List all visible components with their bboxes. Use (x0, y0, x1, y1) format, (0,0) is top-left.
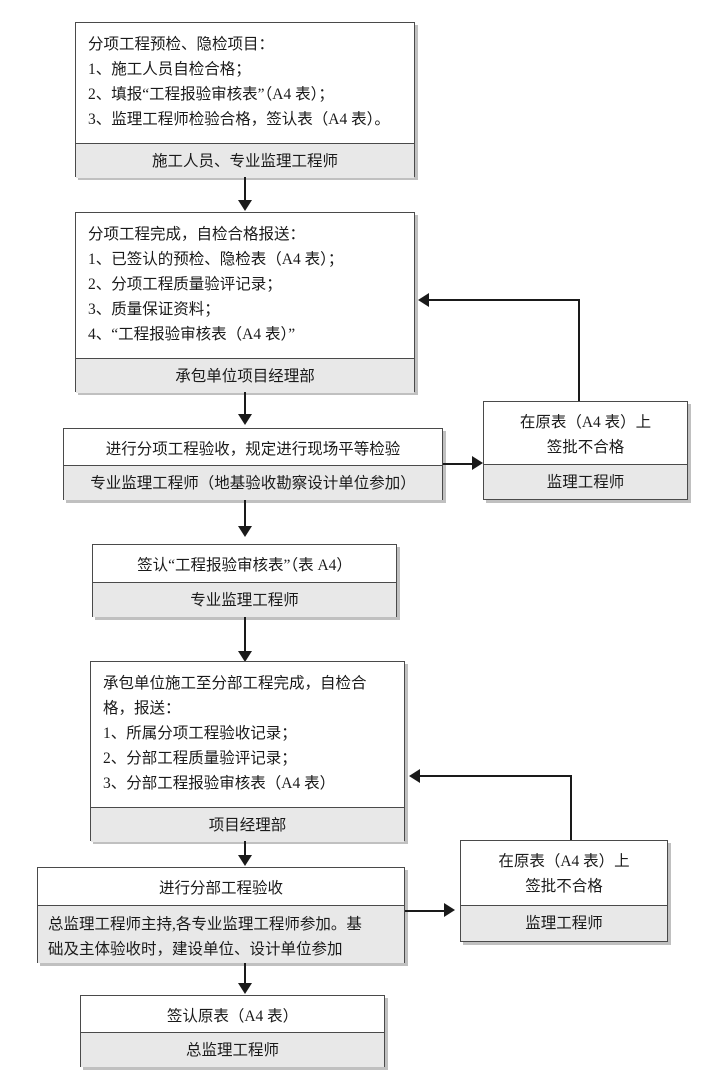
right-node-2-role: 监理工程师 (461, 905, 667, 941)
node-6-line-0: 进行分部工程验收 (158, 880, 283, 897)
feedback-1-vertical-up (578, 300, 580, 401)
node-5-line-4: 3、分部工程报验审核表（A4 表） (103, 775, 336, 793)
node-5-line-3: 2、分部工程质量验评记录； (103, 750, 297, 768)
right-node-1-line-0: 在原表（A4 表）上 (519, 414, 652, 431)
connector-n1-n2 (244, 177, 246, 205)
feedback-2-horizontal (420, 775, 572, 777)
node-2-line-0: 分项工程完成，自检合格报送： (88, 226, 306, 243)
right-node-1-line-1: 签批不合格 (546, 439, 625, 457)
connector-n6-r2 (405, 910, 445, 912)
node-5-line-1: 格，报送： (103, 700, 181, 718)
connector-n2-n3-arrowhead (238, 414, 252, 425)
node-2-line-3: 3、质量保证资料； (88, 301, 220, 319)
node-2-body: 分项工程完成，自检合格报送： 1、已签认的预检、隐检表（A4 表）； 2、分项工… (76, 213, 414, 358)
connector-n3-r1-arrowhead (472, 456, 483, 470)
connector-n5-n6-arrowhead (238, 855, 252, 866)
node-1-line-0: 分项工程预检、隐检项目： (88, 36, 275, 53)
node-1-line-3: 3、监理工程师检验合格，签认表（A4 表）。 (88, 111, 390, 129)
node-7-line-0: 签认原表（A4 表） (166, 1008, 299, 1025)
node-3-line-0: 进行分项工程验收，规定进行现场平等检验 (105, 441, 401, 458)
connector-n3-n4 (244, 500, 246, 528)
right-node-2-line-0: 在原表（A4 表）上 (498, 853, 630, 870)
node-reject-note-2: 在原表（A4 表）上 签批不合格 监理工程师 (460, 840, 668, 942)
feedback-2-arrowhead (409, 769, 420, 783)
node-2-role: 承包单位项目经理部 (76, 358, 414, 393)
connector-n5-n6 (244, 841, 246, 857)
node-6-role-line-1: 础及主体验收时，建设单位、设计单位参加 (48, 940, 343, 958)
connector-n2-n3 (244, 392, 246, 416)
node-5-line-2: 1、所属分项工程验收记录； (103, 725, 297, 743)
node-7-role: 总监理工程师 (81, 1032, 384, 1067)
connector-n3-n4-arrowhead (238, 526, 252, 537)
connector-n6-n7-arrowhead (238, 983, 252, 994)
node-1-body: 分项工程预检、隐检项目： 1、施工人员自检合格； 2、填报“工程报验审核表”（A… (76, 23, 414, 143)
node-1-role: 施工人员、专业监理工程师 (76, 143, 414, 178)
node-7-body: 签认原表（A4 表） (81, 996, 384, 1032)
node-sign-inspection-form: 签认“工程报验审核表”（表 A4） 专业监理工程师 (92, 544, 397, 617)
node-subitem-acceptance: 进行分项工程验收，规定进行现场平等检验 专业监理工程师（地基验收勘察设计单位参加… (63, 428, 443, 500)
node-5-body: 承包单位施工至分部工程完成，自检合 格，报送： 1、所属分项工程验收记录； 2、… (91, 662, 404, 807)
node-reject-note-1: 在原表（A4 表）上 签批不合格 监理工程师 (483, 401, 688, 500)
node-2-line-1: 1、已签认的预检、隐检表（A4 表）； (88, 251, 344, 269)
node-6-body: 进行分部工程验收 (38, 868, 404, 905)
node-division-acceptance: 进行分部工程验收 总监理工程师主持,各专业监理工程师参加。基 础及主体验收时，建… (37, 867, 405, 963)
node-1-line-1: 1、施工人员自检合格； (88, 61, 251, 79)
node-3-role: 专业监理工程师（地基验收勘察设计单位参加） (64, 465, 442, 500)
feedback-1-arrowhead (418, 293, 429, 307)
node-6-role: 总监理工程师主持,各专业监理工程师参加。基 础及主体验收时，建设单位、设计单位参… (38, 905, 404, 963)
connector-n3-r1 (443, 463, 473, 465)
node-division-work-complete: 承包单位施工至分部工程完成，自检合 格，报送： 1、所属分项工程验收记录； 2、… (90, 661, 405, 842)
connector-n4-n5-arrowhead (238, 651, 252, 662)
node-4-body: 签认“工程报验审核表”（表 A4） (93, 545, 396, 582)
right-node-2-line-1: 签批不合格 (525, 878, 603, 896)
connector-n1-n2-arrowhead (238, 200, 252, 211)
node-subitem-complete-submit: 分项工程完成，自检合格报送： 1、已签认的预检、隐检表（A4 表）； 2、分项工… (75, 212, 415, 393)
right-node-2-body: 在原表（A4 表）上 签批不合格 (461, 841, 667, 905)
node-5-line-0: 承包单位施工至分部工程完成，自检合 (103, 675, 367, 692)
node-3-body: 进行分项工程验收，规定进行现场平等检验 (64, 429, 442, 465)
connector-n6-n7 (244, 963, 246, 985)
node-2-line-2: 2、分项工程质量验评记录； (88, 276, 282, 294)
node-subitem-pre-inspection: 分项工程预检、隐检项目： 1、施工人员自检合格； 2、填报“工程报验审核表”（A… (75, 22, 415, 178)
right-node-1-body: 在原表（A4 表）上 签批不合格 (484, 402, 687, 464)
node-sign-original-form: 签认原表（A4 表） 总监理工程师 (80, 995, 385, 1067)
node-2-line-4: 4、“工程报验审核表（A4 表）” (88, 326, 296, 344)
node-1-line-2: 2、填报“工程报验审核表”（A4 表）； (88, 86, 334, 104)
node-6-role-line-0: 总监理工程师主持,各专业监理工程师参加。基 (48, 916, 362, 933)
feedback-2-vertical-up (570, 776, 572, 840)
connector-n4-n5 (244, 617, 246, 655)
node-4-role: 专业监理工程师 (93, 582, 396, 617)
right-node-1-role: 监理工程师 (484, 464, 687, 499)
connector-n6-r2-arrowhead (444, 903, 455, 917)
node-4-line-0: 签认“工程报验审核表”（表 A4） (137, 557, 352, 574)
feedback-1-horizontal (429, 299, 580, 301)
node-5-role: 项目经理部 (91, 807, 404, 842)
